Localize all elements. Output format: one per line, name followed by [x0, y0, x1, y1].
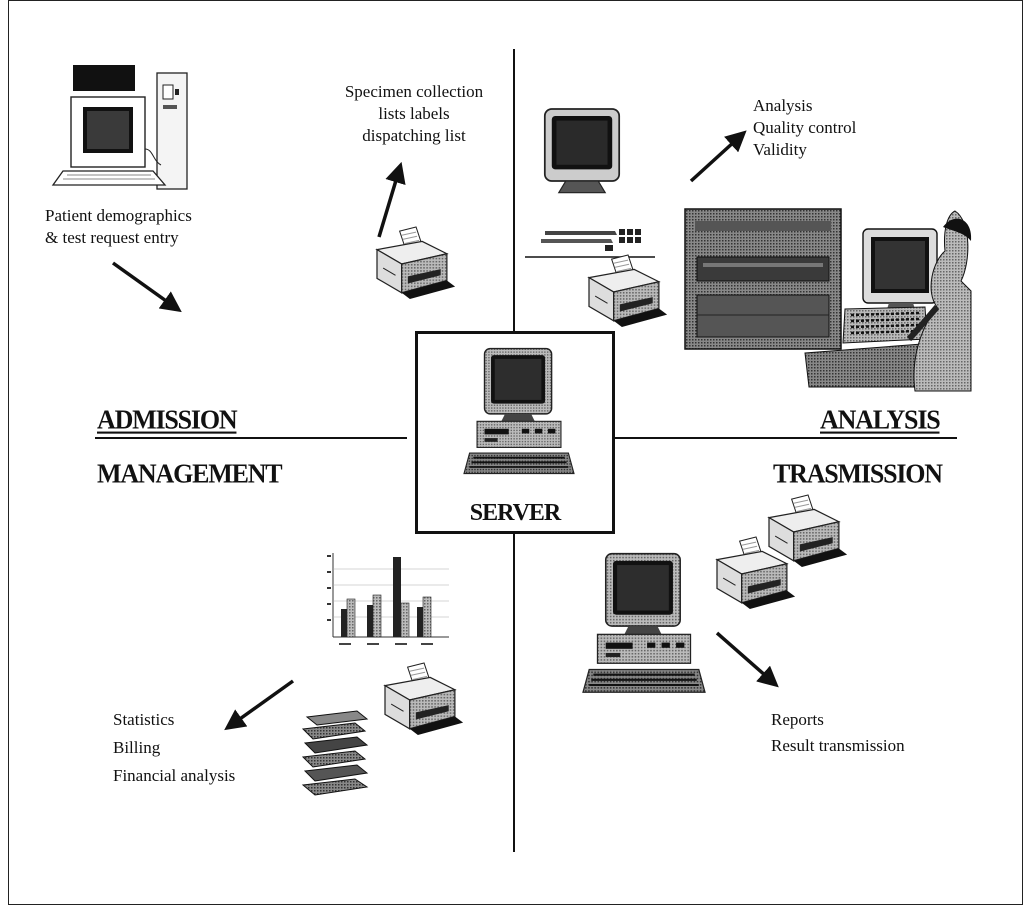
server-computer-icon: [463, 347, 575, 475]
analysis-text-line-2: Quality control: [753, 118, 857, 137]
server-box: SERVER: [415, 331, 615, 534]
server-label: SERVER: [469, 500, 562, 526]
analysis-text-line-1: Analysis: [753, 96, 813, 115]
printer-icon: [588, 254, 668, 328]
vertical-divider-bottom: [513, 534, 515, 852]
printer-icon: [384, 662, 464, 736]
operator-icon: [804, 210, 972, 392]
admission-label: ADMISSION: [97, 404, 238, 435]
vertical-divider-top: [513, 49, 515, 331]
management-text-line-2: Billing: [113, 738, 161, 757]
arrow-icon: [377, 161, 406, 238]
horizontal-divider-left: [95, 437, 407, 439]
admission-text-line-2: & test request entry: [45, 228, 179, 247]
diagram-frame: ADMISSION ANALYSIS MANAGEMENT TRASMISSIO…: [8, 0, 1023, 905]
analysis-text-line-3: Validity: [753, 140, 807, 159]
arrow-icon: [111, 261, 182, 313]
analysis-label: ANALYSIS: [820, 404, 941, 435]
admission-text-line-1: Patient demographics: [45, 206, 192, 225]
analyzer-icon: [684, 208, 842, 350]
specimen-text-line-1: Specimen collection: [344, 82, 484, 101]
transmission-text-line-1: Reports: [771, 710, 824, 729]
specimen-text-line-3: dispatching list: [362, 126, 466, 145]
bar-chart-icon: [327, 553, 449, 645]
transmission-label: TRASMISSION: [773, 458, 943, 489]
arrow-icon: [689, 130, 747, 183]
transmission-text-line-2: Result transmission: [771, 736, 905, 755]
management-label: MANAGEMENT: [97, 458, 283, 489]
management-text-line-1: Statistics: [113, 710, 175, 729]
printer-icon: [716, 536, 796, 610]
horizontal-divider-right: [607, 437, 957, 439]
arrow-icon: [224, 679, 295, 731]
arrow-icon: [715, 631, 779, 688]
specimen-text-line-2: lists labels: [378, 104, 450, 123]
workstation-icon: [51, 65, 188, 190]
keyboard-icon: [525, 229, 655, 258]
monitor-icon: [543, 108, 621, 194]
computer-icon: [581, 552, 707, 694]
document-stack-icon: [301, 710, 369, 796]
management-text-line-3: Financial analysis: [113, 766, 236, 785]
